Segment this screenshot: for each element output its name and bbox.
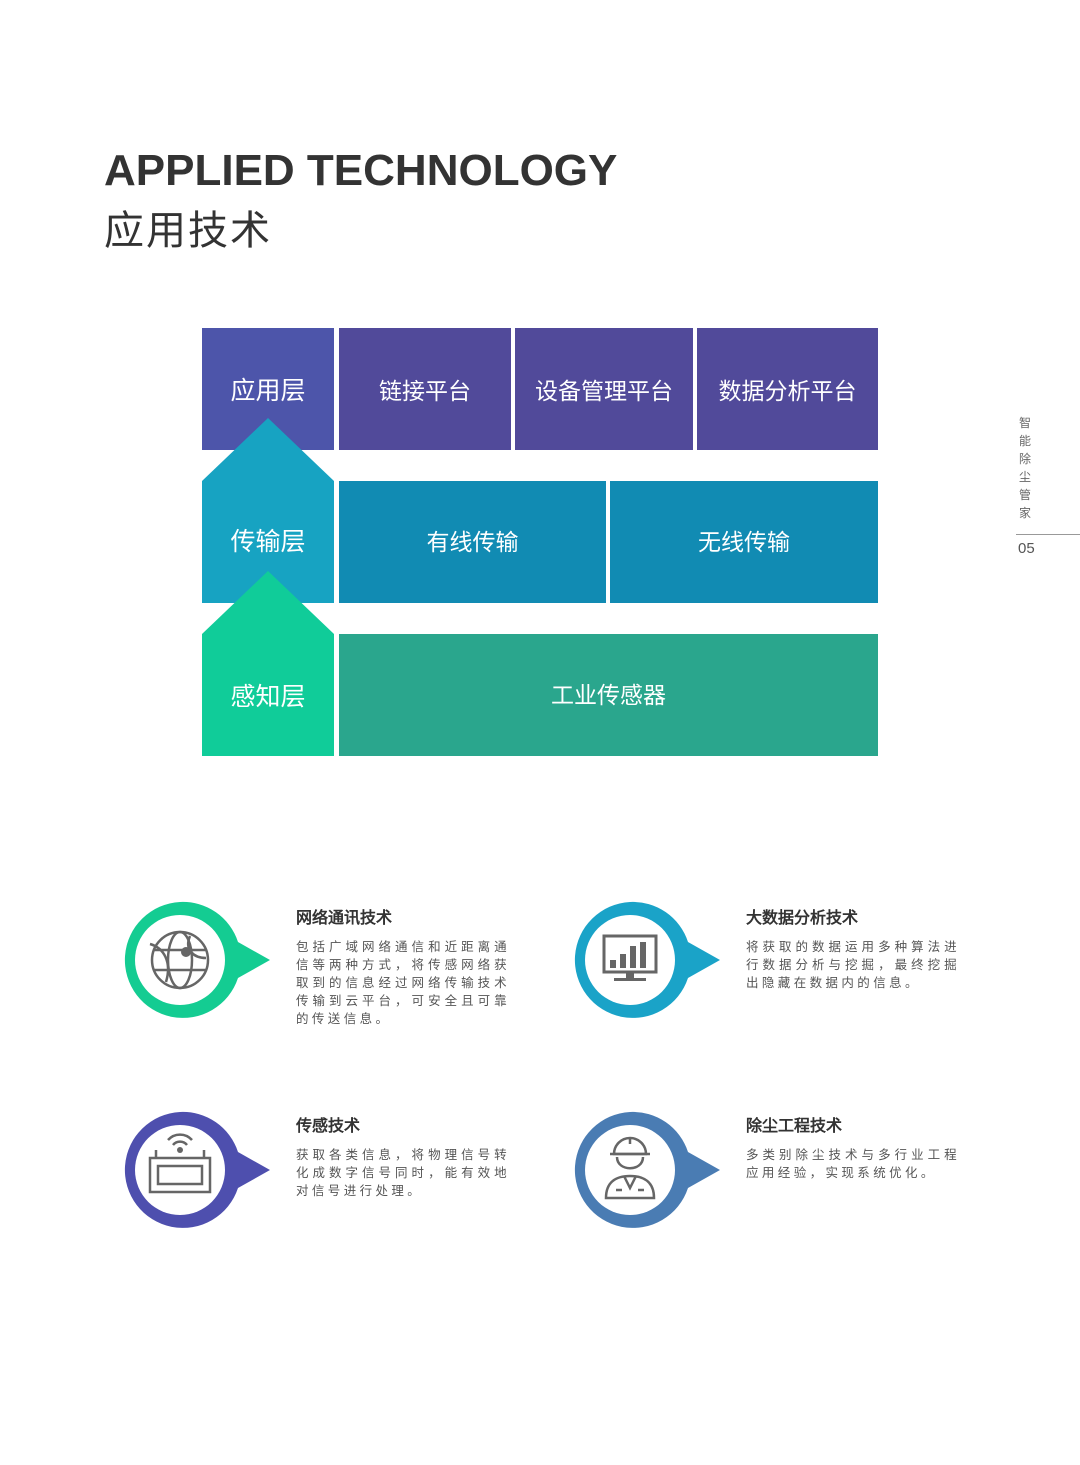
transport-layer-label: 传输层 (230, 527, 306, 556)
sensing-item: 工业传感器 (551, 683, 666, 709)
side-char: 管 (1018, 488, 1031, 502)
transport-cell-bg (610, 481, 878, 603)
application-layer-label: 应用层 (230, 376, 306, 405)
application-cell-bg (339, 328, 511, 450)
wireless-device-icon (124, 1111, 271, 1228)
transport-arrow-block (202, 418, 334, 603)
sensing-cell-bg (339, 634, 878, 756)
feature-title: 传感技术 (296, 1116, 361, 1135)
transport-item: 有线传输 (426, 530, 519, 556)
application-cell-bg (515, 328, 693, 450)
side-char: 能 (1018, 434, 1031, 448)
feature-description: 多类别除尘技术与多行业工程应用经验，实现系统优化。 (746, 1147, 960, 1180)
application-item: 设备管理平台 (535, 379, 673, 405)
side-char: 家 (1018, 506, 1031, 520)
feature-title: 网络通讯技术 (296, 908, 393, 927)
engineer-icon (574, 1111, 720, 1228)
title-english: APPLIED TECHNOLOGY (104, 146, 618, 195)
side-char: 除 (1018, 452, 1031, 466)
side-char: 尘 (1018, 470, 1031, 484)
feature-title: 大数据分析技术 (746, 908, 859, 927)
application-cell-bg (697, 328, 878, 450)
layer-diagram (202, 328, 878, 756)
page-number: 05 (1018, 540, 1035, 557)
monitor-chart-icon (574, 901, 720, 1018)
side-vertical-label: 智 能 除 尘 管 家 (1018, 414, 1032, 522)
transport-cell-bg (339, 481, 606, 603)
feature-description: 将获取的数据运用多种算法进行数据分析与挖掘，最终挖掘出隐藏在数据内的信息。 (746, 939, 960, 990)
application-item: 链接平台 (379, 379, 471, 405)
feature-description: 包括广域网络通信和近距离通信等两种方式，将传感网络获取到的信息经过网络传输技术传… (296, 939, 510, 1026)
title-chinese: 应用技术 (104, 208, 272, 254)
sensing-layer-label: 感知层 (230, 682, 306, 711)
side-char: 智 (1018, 416, 1031, 430)
feature-description: 获取各类信息，将物理信号转化成数字信号同时，能有效地对信号进行处理。 (296, 1147, 510, 1198)
globe-icon (124, 901, 271, 1018)
feature-title: 除尘工程技术 (746, 1116, 843, 1135)
side-divider (1016, 534, 1080, 535)
transport-item: 无线传输 (698, 530, 790, 556)
sensing-arrow-block (202, 571, 334, 756)
application-item: 数据分析平台 (718, 379, 857, 405)
